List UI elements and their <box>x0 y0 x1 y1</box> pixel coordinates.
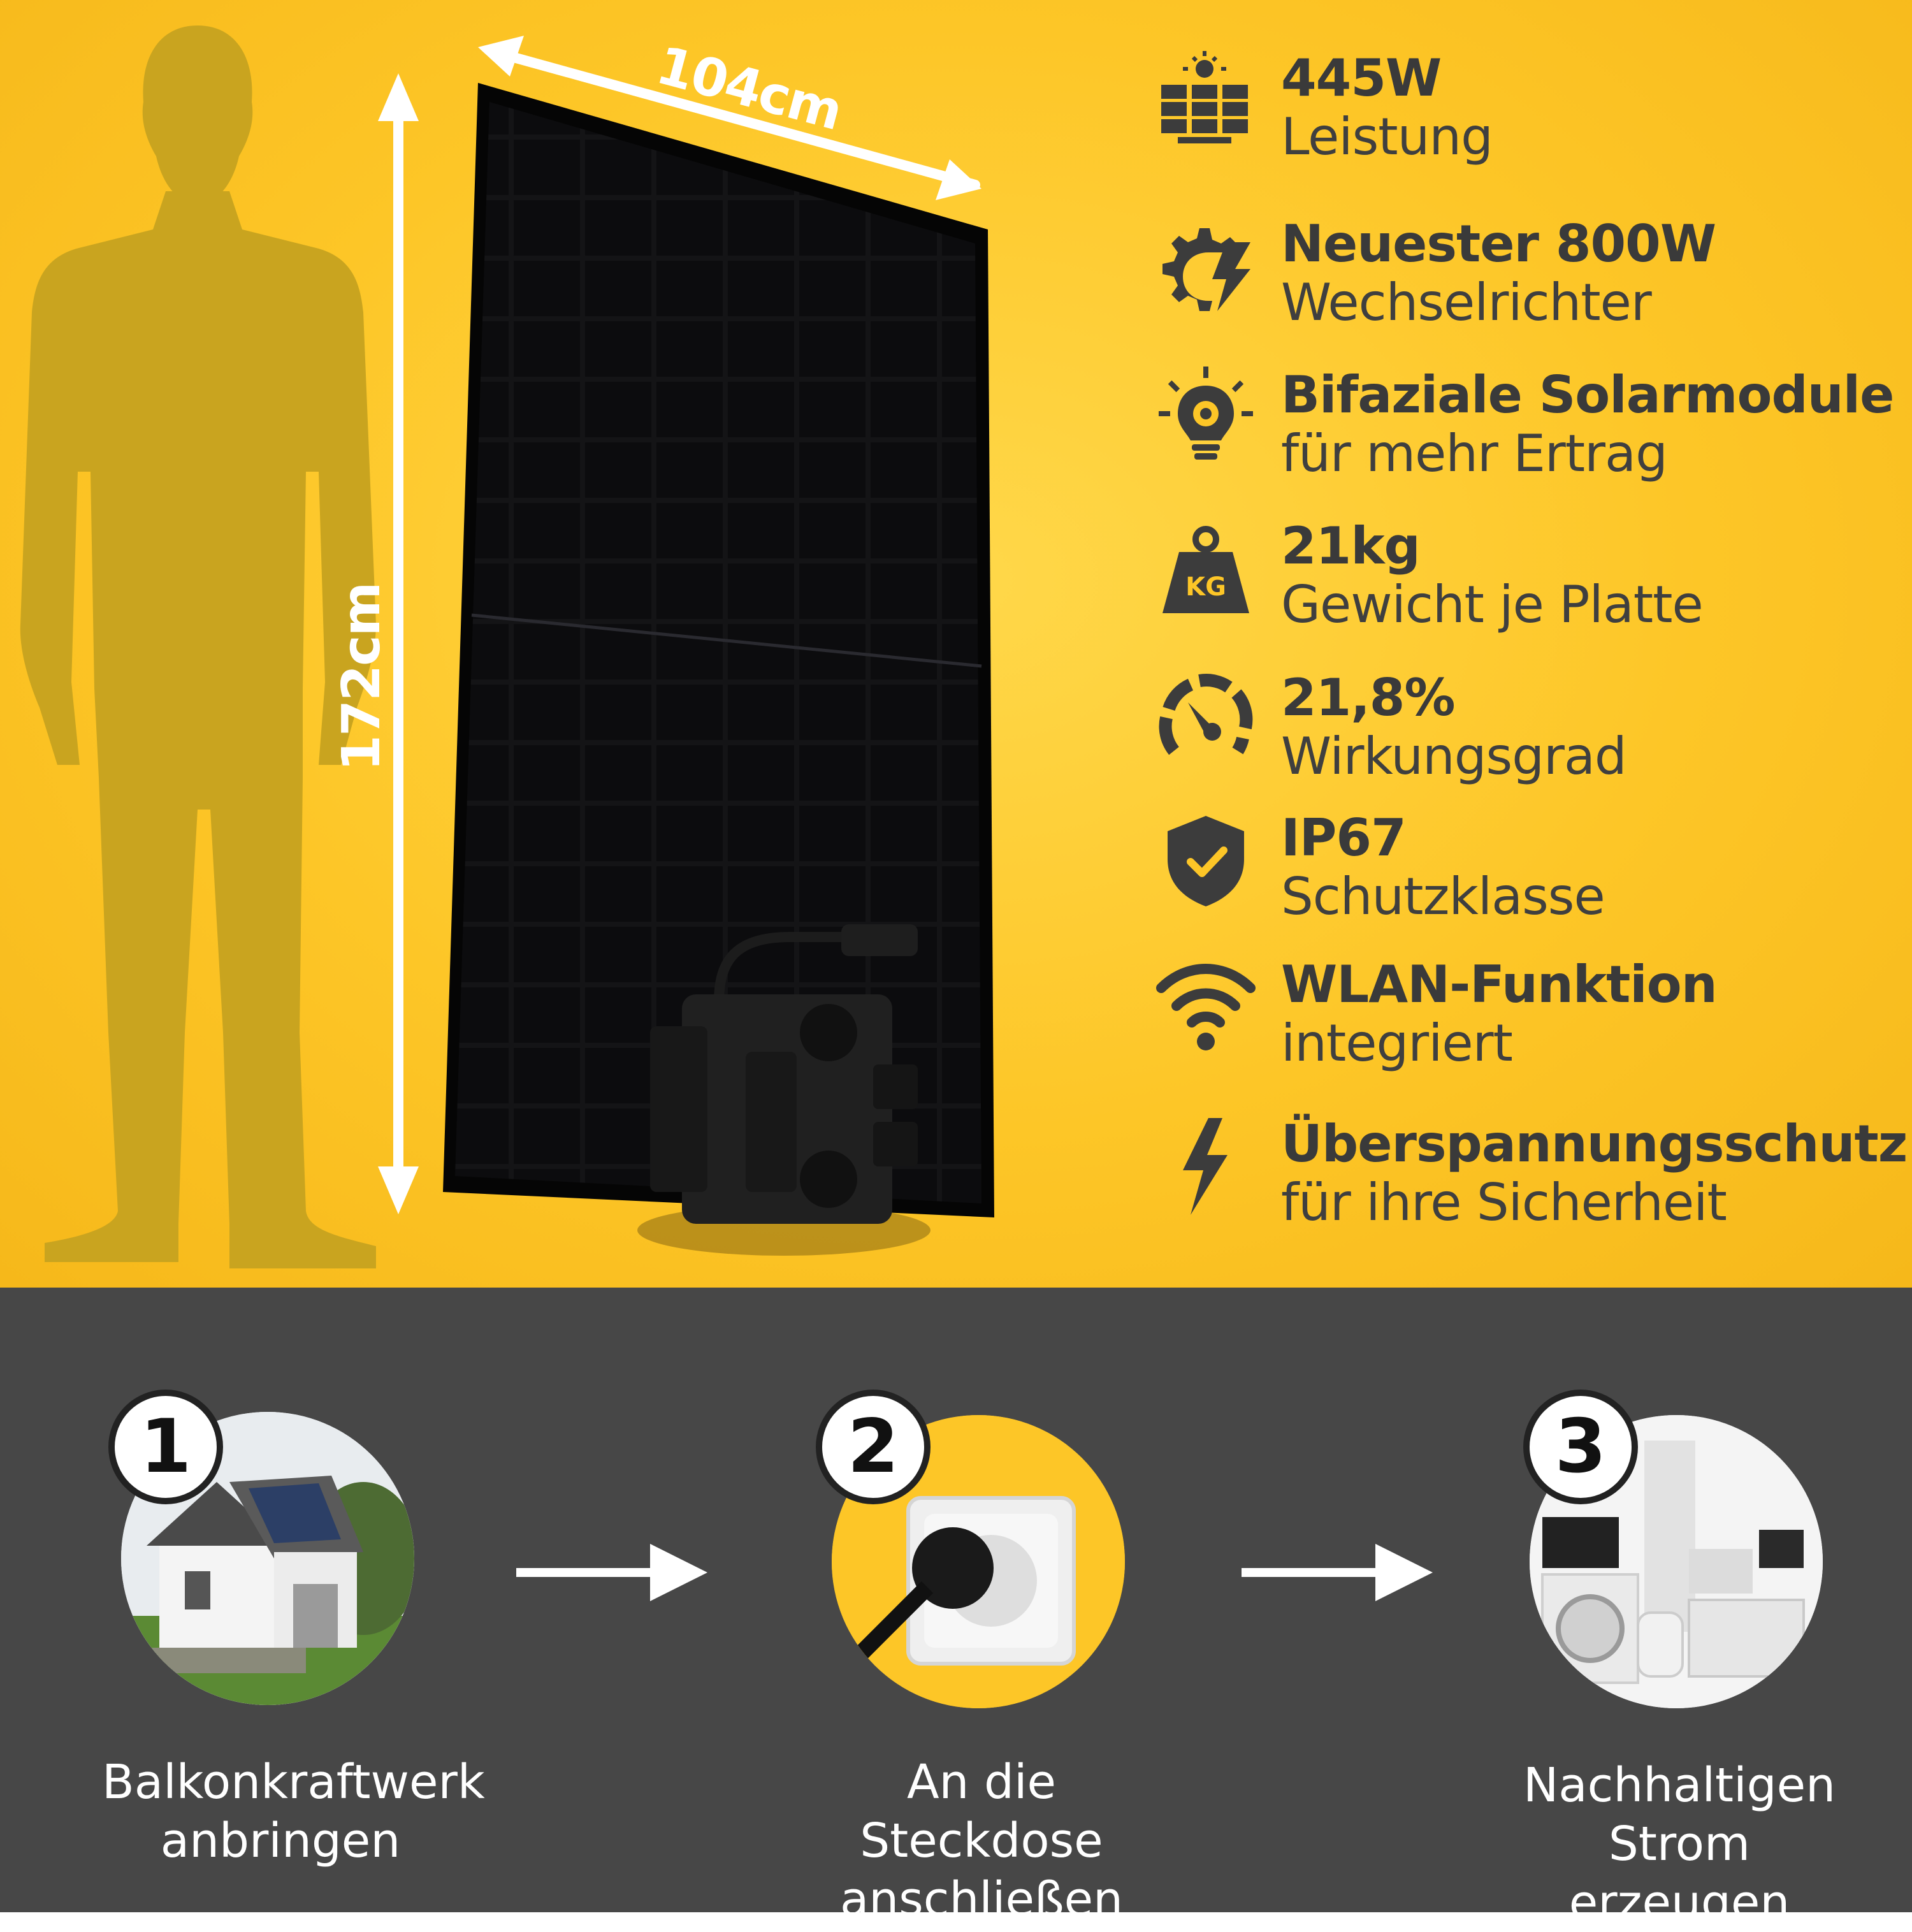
house-image <box>121 1412 414 1705</box>
width-arrow <box>478 36 981 200</box>
height-label: 172cm <box>331 583 392 771</box>
step-3-label: Nachhaltigen Strom erzeugen <box>1501 1756 1858 1932</box>
height-arrow <box>378 73 419 1214</box>
feature-subtitle: für ihre Sicherheit <box>1281 1173 1727 1232</box>
step-3-line2: Strom erzeugen <box>1568 1817 1790 1930</box>
feature-title: 21kg <box>1281 516 1421 576</box>
arrow-right-icon <box>1242 1544 1433 1601</box>
step-3-image <box>1530 1415 1823 1708</box>
feature-subtitle: integriert <box>1281 1013 1513 1073</box>
socket-image <box>832 1415 1125 1708</box>
feature-subtitle: Wirkungsgrad <box>1281 727 1627 786</box>
solar-panel-sun-icon <box>1161 51 1248 143</box>
lightning-bolt-icon <box>1183 1118 1228 1215</box>
step-1-number: 1 <box>108 1390 223 1504</box>
gear-lightning-icon <box>1162 228 1250 311</box>
shield-check-icon <box>1168 816 1244 906</box>
feature-title: 21,8% <box>1281 668 1456 727</box>
feature-subtitle: für mehr Ertrag <box>1281 424 1668 483</box>
arrow-right-icon <box>516 1544 707 1601</box>
kg-weight-icon: KG <box>1162 526 1249 613</box>
step-2-line2: anschließen <box>839 1872 1124 1927</box>
step-1-line2: anbringen <box>160 1813 401 1868</box>
step-2-label: An die Steckdose anschließen <box>803 1753 1160 1929</box>
kg-text: KG <box>1185 572 1226 602</box>
person-silhouette <box>20 25 376 1268</box>
feature-subtitle: Schutzklasse <box>1281 867 1605 926</box>
speedometer-icon <box>1159 674 1253 755</box>
feature-title: WLAN-Funktion <box>1281 955 1718 1014</box>
step-2-number: 2 <box>816 1390 931 1504</box>
step-1-image <box>121 1412 414 1705</box>
steps-band: 1 Balkonkraftwerk anbringen 2 An die Ste… <box>0 1288 1912 1930</box>
feature-title: Bifaziale Solarmodule <box>1281 365 1894 425</box>
feature-title: Neuester 800W <box>1281 214 1716 273</box>
step-3-number: 3 <box>1523 1390 1638 1504</box>
feature-title: Überspannungsschutz <box>1281 1114 1908 1173</box>
feature-title: 445W <box>1281 48 1442 108</box>
step-2-line1: An die Steckdose <box>860 1755 1103 1868</box>
product-hero: 104cm 172cm <box>0 0 1912 1288</box>
lightbulb-gear-icon <box>1159 367 1253 460</box>
step-1-label: Balkonkraftwerk anbringen <box>102 1753 485 1870</box>
feature-subtitle: Wechselrichter <box>1281 273 1652 332</box>
feature-subtitle: Gewicht je Platte <box>1281 575 1704 634</box>
feature-title: IP67 <box>1281 808 1407 868</box>
feature-subtitle: Leistung <box>1281 107 1493 166</box>
step-1-line1: Balkonkraftwerk <box>102 1755 485 1810</box>
step-3-line1: Nachhaltigen <box>1523 1758 1836 1813</box>
micro-inverter <box>637 924 931 1256</box>
wifi-icon <box>1156 964 1256 1050</box>
